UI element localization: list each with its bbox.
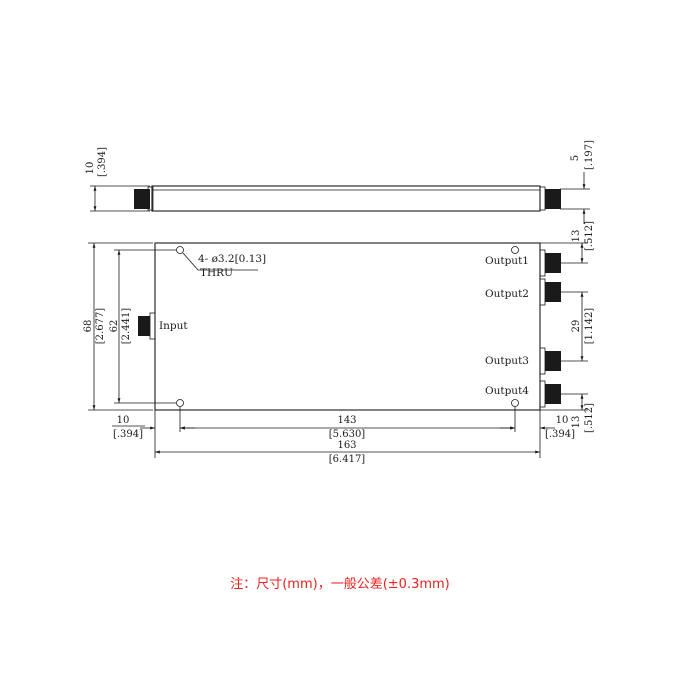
out-top-mm: 13 bbox=[571, 230, 582, 243]
side-connector-in: [.197] bbox=[584, 140, 595, 170]
output3-connector bbox=[539, 347, 561, 375]
input-connector bbox=[138, 312, 156, 340]
out-bottom-mm: 13 bbox=[571, 416, 582, 429]
input-label: Input bbox=[159, 320, 188, 332]
mount-hole-tr bbox=[511, 246, 519, 254]
hole-pitch-v-in: [2.441] bbox=[121, 308, 132, 345]
out-bottom-in: [.512] bbox=[584, 403, 595, 433]
side-height-mm: 10 bbox=[85, 162, 96, 175]
side-view: 10 [.394] 5 [.197] bbox=[85, 140, 595, 224]
output1-label: Output1 bbox=[485, 255, 529, 267]
side-output-connector bbox=[539, 186, 561, 211]
left-edge-mm: 10 bbox=[117, 415, 130, 426]
output1-connector bbox=[539, 249, 561, 277]
side-connector-mm: 5 bbox=[570, 155, 581, 161]
out-gap-mm: 29 bbox=[571, 320, 582, 333]
length-in: [6.417] bbox=[329, 454, 366, 465]
output2-connector bbox=[539, 278, 561, 306]
left-edge-in: [.394] bbox=[113, 429, 143, 440]
out-gap-in: [1.142] bbox=[584, 308, 595, 345]
length-mm: 163 bbox=[337, 440, 356, 451]
height-in: [2.677] bbox=[95, 308, 106, 345]
tolerance-note: 注：尺寸(mm)，一般公差(±0.3mm) bbox=[230, 577, 450, 592]
output3-label: Output3 bbox=[485, 355, 529, 367]
output4-connector bbox=[539, 380, 561, 408]
output4-label: Output4 bbox=[485, 385, 529, 397]
hole-note-line1: 4- ø3.2[0.13] bbox=[198, 253, 266, 265]
hole-pitch-v-mm: 62 bbox=[109, 320, 120, 333]
side-input-connector bbox=[134, 186, 154, 211]
right-edge-in: [.394] bbox=[545, 429, 575, 440]
side-height-in: [.394] bbox=[97, 147, 108, 177]
right-edge-mm: 10 bbox=[556, 415, 569, 426]
top-view: 4- ø3.2[0.13] THRU Input Output1 Output2… bbox=[83, 221, 595, 465]
output2-label: Output2 bbox=[485, 288, 529, 300]
hole-note-line2: THRU bbox=[200, 267, 233, 279]
mount-hole-tl bbox=[176, 246, 184, 254]
mount-hole-br bbox=[511, 399, 519, 407]
hole-pitch-h-mm: 143 bbox=[337, 415, 356, 426]
height-mm: 68 bbox=[83, 320, 94, 333]
hole-pitch-h-in: [5.630] bbox=[329, 429, 366, 440]
mount-hole-bl bbox=[176, 399, 184, 407]
out-top-in: [.512] bbox=[584, 221, 595, 251]
